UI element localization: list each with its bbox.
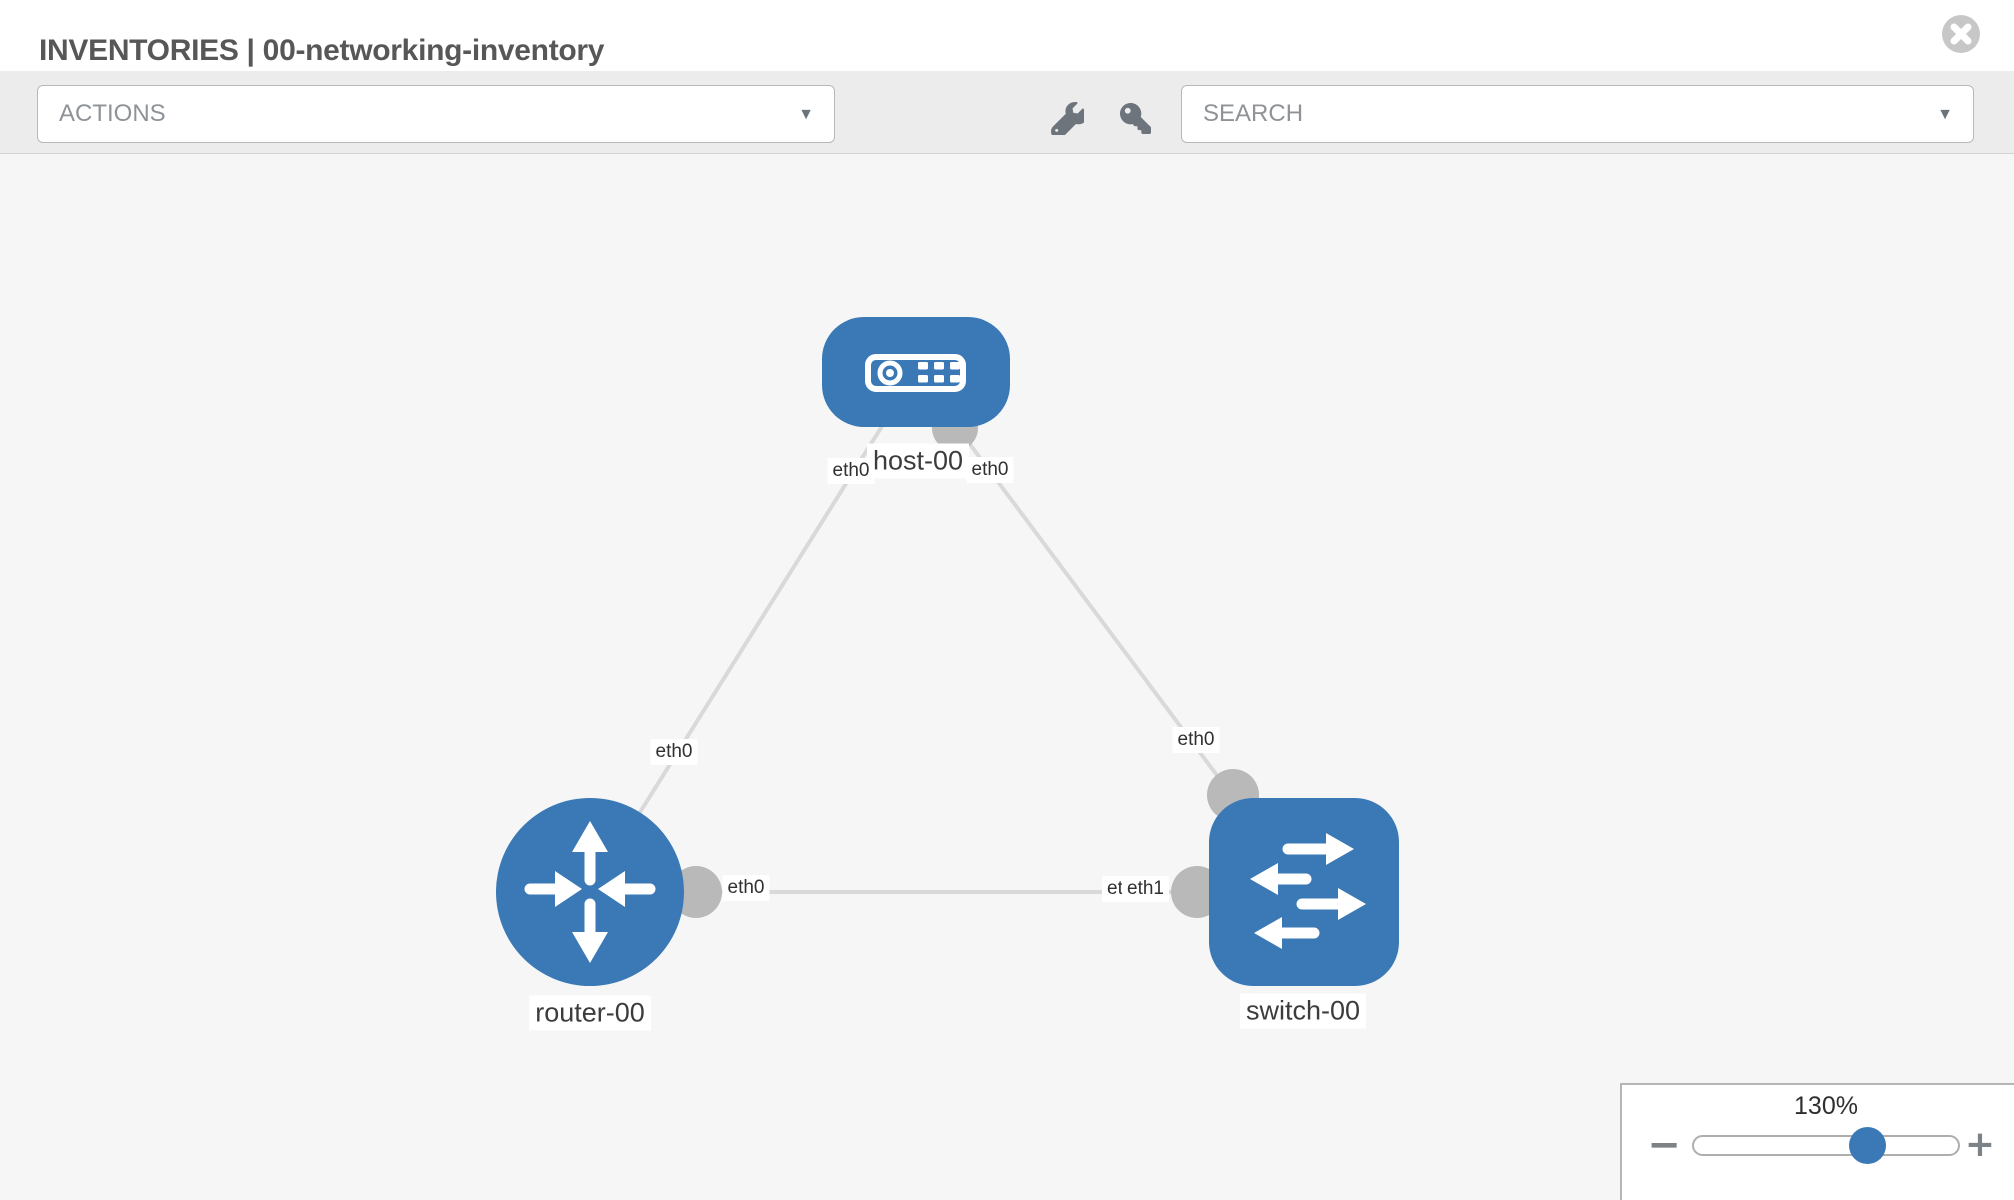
if-label-host-eth0-to-router: eth0 — [827, 458, 875, 484]
zoom-level-value: 130% — [1794, 1092, 1858, 1120]
router-icon — [524, 821, 656, 963]
toolbar: ACTIONS ▼ SEARCH ▼ — [0, 71, 2014, 154]
node-router[interactable] — [496, 798, 684, 986]
search-dropdown-value: SEARCH — [1203, 100, 1304, 127]
close-button[interactable] — [1942, 15, 1980, 53]
zoom-out-button[interactable]: − — [1644, 1125, 1684, 1165]
close-icon — [1950, 23, 1972, 45]
key-icon — [1119, 102, 1151, 134]
if-label-router-eth0-to-host: eth0 — [650, 739, 698, 765]
node-switch[interactable] — [1209, 798, 1399, 986]
node-label-router: router-00 — [529, 995, 651, 1031]
topology-canvas[interactable]: host-00 router-00 switch-00 eth0 eth0 et… — [0, 155, 2014, 1200]
zoom-control-panel: 130% − + — [1620, 1083, 2014, 1200]
if-label-switch-eth0-to-host: eth0 — [1172, 727, 1220, 753]
page-title: INVENTORIES | 00-networking-inventory — [39, 34, 605, 67]
header: INVENTORIES | 00-networking-inventory — [0, 0, 2014, 71]
zoom-in-icon: + — [1964, 1124, 1996, 1165]
zoom-in-button[interactable]: + — [1960, 1125, 2000, 1165]
tools-button[interactable] — [1048, 99, 1086, 137]
chevron-down-icon: ▼ — [1937, 106, 1953, 123]
if-label-host-eth0-to-switch: eth0 — [966, 457, 1014, 483]
if-label-router-eth0-to-switch: eth0 — [722, 875, 770, 901]
zoom-slider-track[interactable] — [1692, 1127, 1960, 1164]
zoom-slider-handle[interactable] — [1849, 1127, 1886, 1164]
zoom-out-icon: − — [1647, 1122, 1681, 1168]
ports-layer — [670, 405, 1259, 918]
actions-dropdown[interactable]: ACTIONS ▼ — [37, 85, 835, 143]
actions-dropdown-value: ACTIONS — [59, 100, 166, 127]
node-label-switch: switch-00 — [1239, 993, 1367, 1029]
node-label-host: host-00 — [866, 443, 970, 479]
chevron-down-icon: ▼ — [798, 106, 814, 123]
switch-icon — [1250, 833, 1366, 949]
wrench-icon — [1050, 101, 1084, 135]
node-host[interactable] — [822, 317, 1010, 427]
search-dropdown[interactable]: SEARCH ▼ — [1181, 85, 1974, 143]
host-icon — [865, 354, 966, 392]
if-label-switch-eth1-front: eth1 — [1122, 876, 1169, 902]
credentials-button[interactable] — [1116, 99, 1154, 137]
